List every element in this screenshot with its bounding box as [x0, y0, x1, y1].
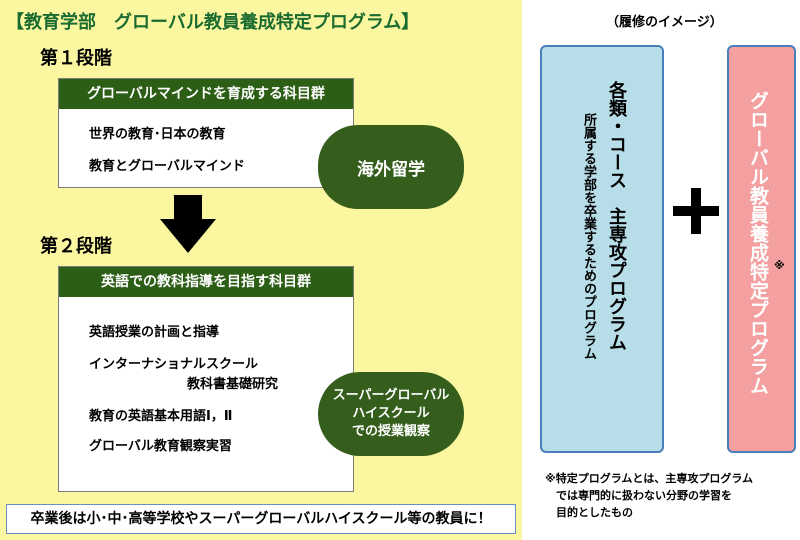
global-program-box: グローバル教員養成特定プログラム ※: [727, 45, 796, 453]
stage2-course-header: 英語での教科指導を目指す科目群: [59, 267, 353, 297]
curriculum-image-caption: （履修のイメージ）: [606, 15, 723, 30]
stage2-course-box: 英語での教科指導を目指す科目群 英語授業の計画と指導 インターナショナルスクール…: [58, 266, 354, 492]
plus-icon: [673, 188, 719, 234]
footnote-line: では専門的に扱わない分野の学習を: [545, 489, 732, 502]
sgh-observation-line: での授業観察: [351, 424, 430, 439]
program-panel: 【教育学部 グローバル教員養成特定プログラム】 第１段階 グローバルマインドを育…: [0, 0, 522, 540]
stage1-course-item: 教育とグローバルマインド: [89, 159, 245, 174]
sgh-observation-line: スーパーグローバル: [332, 388, 450, 403]
footnote-line: ※特定プログラムとは、主専攻プログラム: [545, 472, 754, 485]
stage1-label: 第１段階: [40, 48, 112, 69]
footnote-line: 目的としたもの: [545, 506, 633, 519]
stage2-course-item: 教育の英語基本用語Ⅰ，Ⅱ: [89, 409, 233, 424]
sgh-observation-line: ハイスクール: [352, 406, 430, 421]
footnote: ※特定プログラムとは、主専攻プログラム では専門的に扱わない分野の学習を 目的と…: [545, 470, 753, 521]
footnote-mark: ※: [774, 259, 785, 272]
study-abroad-pill: 海外留学: [318, 125, 464, 209]
main-program-box: 各類・コース 主専攻プログラム 所属する学部を卒業するためのプログラム: [540, 45, 664, 453]
stage1-course-item: 世界の教育･日本の教育: [89, 127, 226, 142]
stage1-course-box: グローバルマインドを育成する科目群 世界の教育･日本の教育 教育とグローバルマイ…: [58, 78, 354, 188]
sgh-observation-pill: スーパーグローバル ハイスクール での授業観察: [318, 372, 464, 456]
stage2-course-item: グローバル教育観察実習: [89, 439, 232, 454]
stage2-course-item: 教科書基礎研究: [187, 377, 279, 392]
stage1-course-header: グローバルマインドを育成する科目群: [59, 79, 353, 109]
stage2-course-item: 英語授業の計画と指導: [89, 325, 220, 340]
main-program-subtitle: 所属する学部を卒業するためのプログラム: [581, 113, 596, 360]
main-program-title: 各類・コース 主専攻プログラム: [606, 81, 627, 351]
study-abroad-label: 海外留学: [357, 159, 425, 180]
global-program-title: グローバル教員養成特定プログラム: [747, 91, 769, 395]
stage2-label: 第２段階: [40, 236, 112, 257]
stage2-course-item: インターナショナルスクール: [89, 357, 259, 372]
career-footer: 卒業後は小･中･高等学校やスーパーグローバルハイスクール等の教員に！: [6, 504, 516, 534]
down-arrow-icon: [160, 195, 216, 253]
panel-title: 【教育学部 グローバル教員養成特定プログラム】: [6, 12, 420, 33]
